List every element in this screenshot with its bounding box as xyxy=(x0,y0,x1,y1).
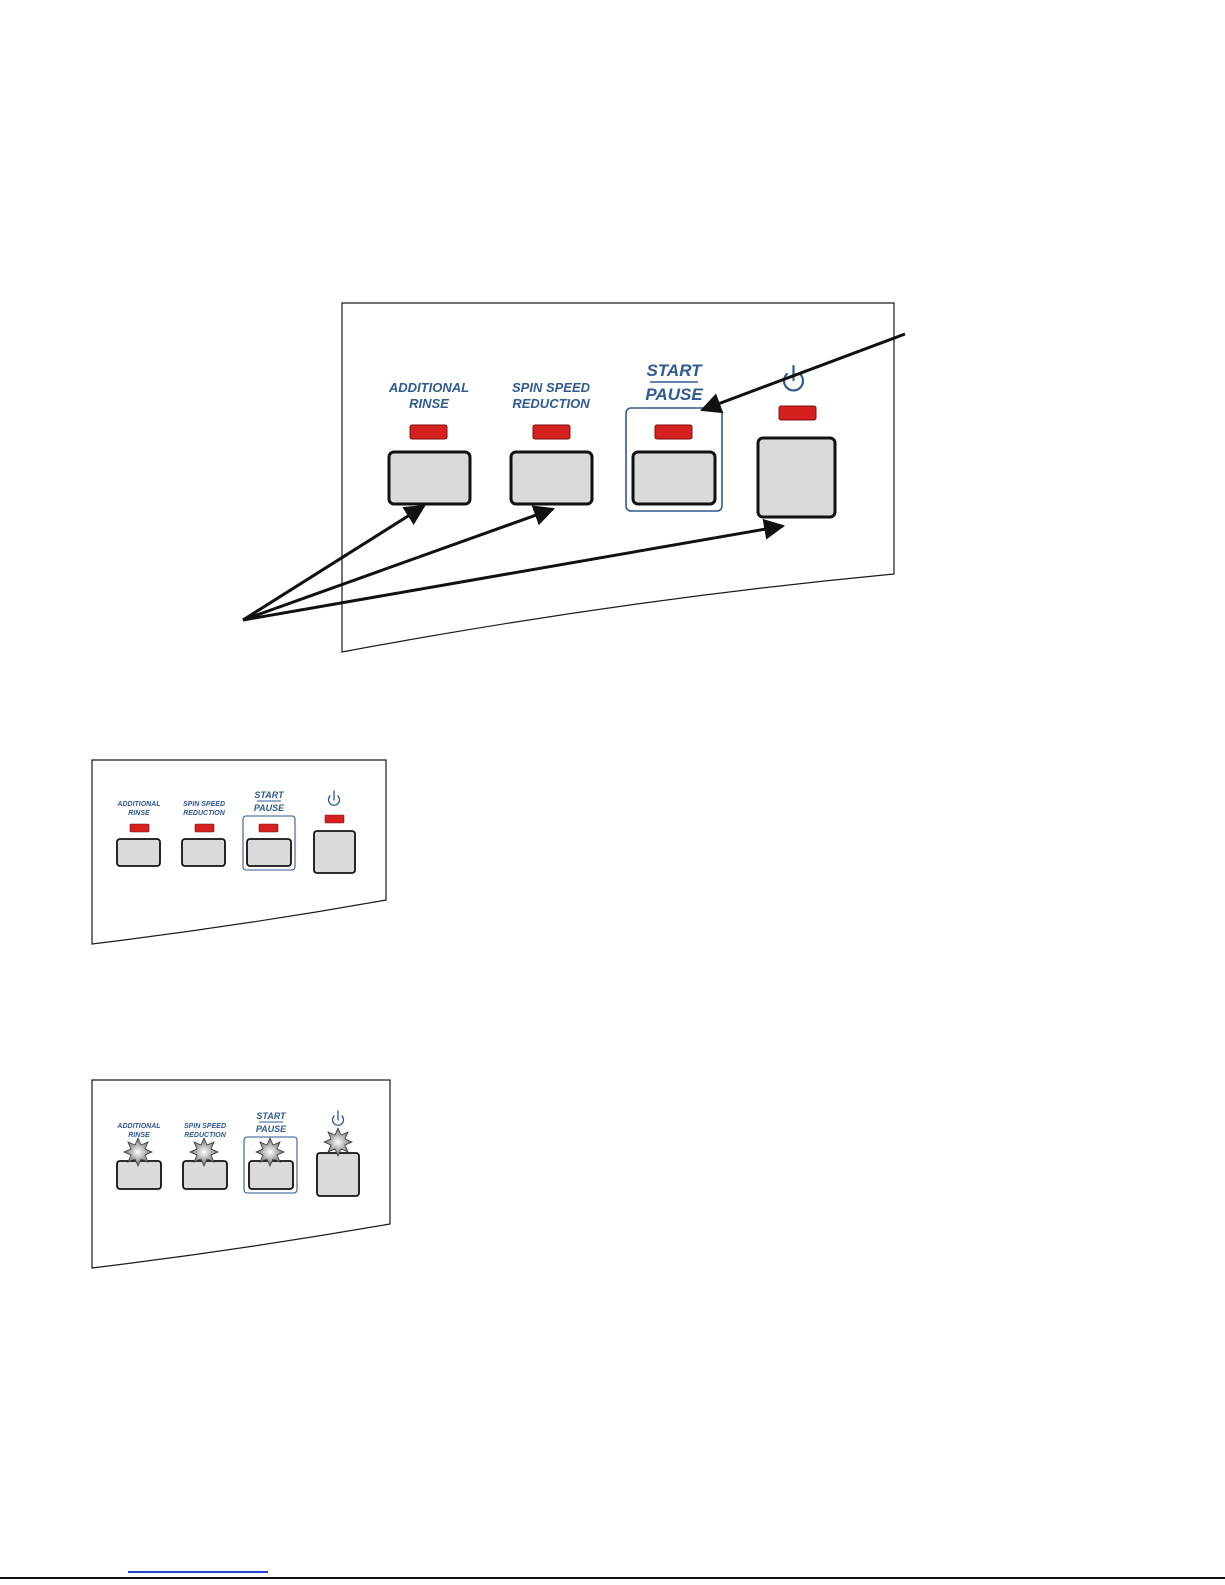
small-panel-leds-lit: ADDITIONAL RINSE SPIN SPEED REDUCTION ST… xyxy=(0,750,400,950)
start-pause-button[interactable] xyxy=(633,452,715,504)
spin-speed-reduction-button[interactable] xyxy=(182,839,225,866)
label-spin-speed-line2: REDUCTION xyxy=(183,810,226,817)
power-button[interactable] xyxy=(758,438,835,517)
label-additional-rinse-line1: ADDITIONAL xyxy=(388,380,469,395)
led-spin-speed xyxy=(533,425,570,439)
additional-rinse-button[interactable] xyxy=(117,1161,161,1189)
label-spin-speed-line2: REDUCTION xyxy=(184,1132,227,1139)
start-pause-button[interactable] xyxy=(247,839,291,866)
main-control-panel-diagram: ADDITIONAL RINSE SPIN SPEED REDUCTION ST… xyxy=(0,0,1225,700)
label-pause: PAUSE xyxy=(256,1124,287,1134)
flashing-light-icon xyxy=(124,1138,152,1166)
label-start: START xyxy=(256,1111,287,1121)
label-pause: PAUSE xyxy=(645,385,703,404)
label-spin-speed-line2: REDUCTION xyxy=(512,396,590,411)
led-additional-rinse xyxy=(410,425,447,439)
label-additional-rinse-line2: RINSE xyxy=(409,396,449,411)
start-pause-button[interactable] xyxy=(249,1161,293,1189)
spin-speed-reduction-button[interactable] xyxy=(183,1161,227,1189)
power-button[interactable] xyxy=(317,1153,359,1196)
label-spin-speed-line1: SPIN SPEED xyxy=(512,380,591,395)
flashing-light-icon xyxy=(190,1138,218,1166)
additional-rinse-button[interactable] xyxy=(389,452,470,504)
label-start: START xyxy=(646,361,703,380)
footer-rule xyxy=(0,1577,1225,1579)
small-panel-leds-flashing: ADDITIONAL RINSE SPIN SPEED REDUCTION ST… xyxy=(0,1070,400,1280)
label-pause: PAUSE xyxy=(254,803,285,813)
label-spin-speed-line1: SPIN SPEED xyxy=(184,1123,226,1130)
power-icon xyxy=(329,791,340,805)
led-power xyxy=(779,406,816,420)
label-spin-speed-line1: SPIN SPEED xyxy=(183,801,225,808)
label-additional-rinse-line1: ADDITIONAL xyxy=(116,1123,160,1130)
label-additional-rinse-line2: RINSE xyxy=(128,810,150,817)
flashing-light-icon xyxy=(256,1138,284,1166)
spin-speed-reduction-button[interactable] xyxy=(511,452,592,504)
label-additional-rinse-line1: ADDITIONAL xyxy=(116,801,160,808)
arrow-to-power-button xyxy=(243,526,783,620)
power-icon xyxy=(333,1111,344,1125)
led-power xyxy=(325,815,344,823)
label-start: START xyxy=(254,790,285,800)
led-spin-speed xyxy=(195,824,214,832)
power-button[interactable] xyxy=(314,831,355,873)
footer-link-underline xyxy=(128,1571,268,1573)
arrow-to-spin-speed-button xyxy=(243,509,553,620)
additional-rinse-button[interactable] xyxy=(117,839,160,866)
label-additional-rinse-line2: RINSE xyxy=(128,1132,150,1139)
arrow-to-start-pause-led xyxy=(702,334,905,410)
flashing-light-icon xyxy=(324,1128,352,1156)
led-additional-rinse xyxy=(130,824,149,832)
led-start-pause xyxy=(655,425,692,439)
led-start-pause xyxy=(259,824,278,832)
